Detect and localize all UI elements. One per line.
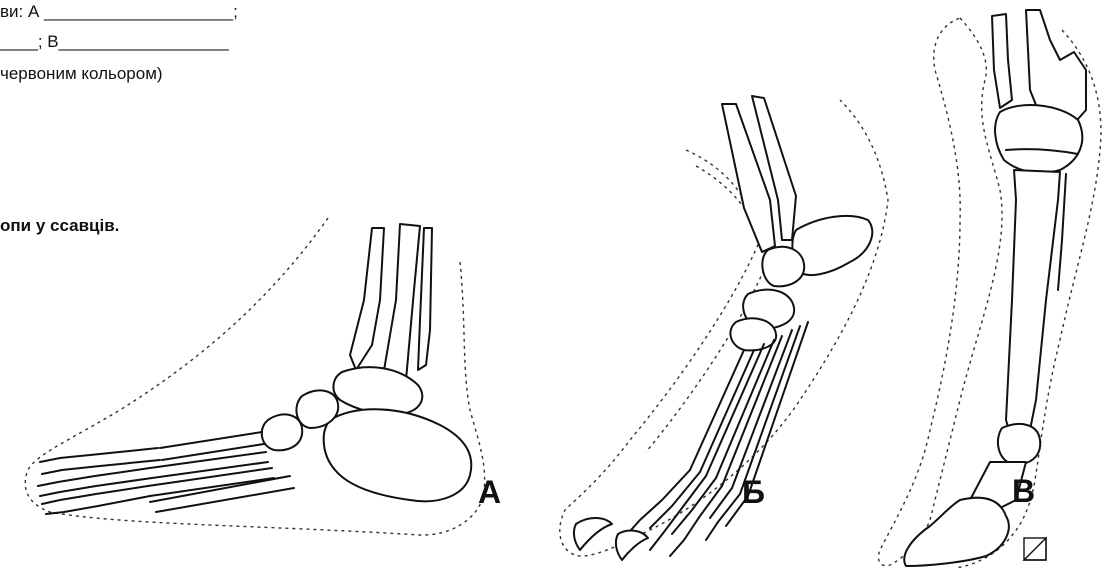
foot-b-skin-outline [560, 100, 888, 556]
foot-v-illustration [878, 10, 1100, 568]
label-b: Б [742, 474, 765, 511]
claw-b-2 [616, 531, 648, 560]
fetlock-v [998, 424, 1040, 464]
tibia-a [350, 228, 384, 370]
metatarsal-2-a [150, 452, 268, 478]
toes-b [622, 470, 748, 556]
label-a: А [478, 474, 501, 511]
cannon-bone-v [1006, 170, 1060, 434]
calcaneus-a [324, 409, 472, 501]
tarsal-3-b [730, 318, 776, 350]
fibula-2-a [418, 228, 432, 370]
tarsal-1-b [762, 247, 804, 286]
claw-b [574, 518, 612, 550]
cuneiform-a [262, 414, 302, 450]
label-v: В [1012, 473, 1035, 510]
radius-v [992, 14, 1012, 108]
metatarsal-4-a [150, 476, 294, 512]
stamp-icon [1024, 538, 1046, 560]
hoof-bone-v [904, 498, 1009, 566]
talus-a [333, 367, 422, 414]
carpals-v [995, 105, 1082, 173]
phalanges-a [38, 448, 160, 514]
metatarsal-1-a [160, 432, 264, 460]
foot-b-illustration [560, 96, 888, 560]
foot-a-illustration [25, 218, 484, 535]
